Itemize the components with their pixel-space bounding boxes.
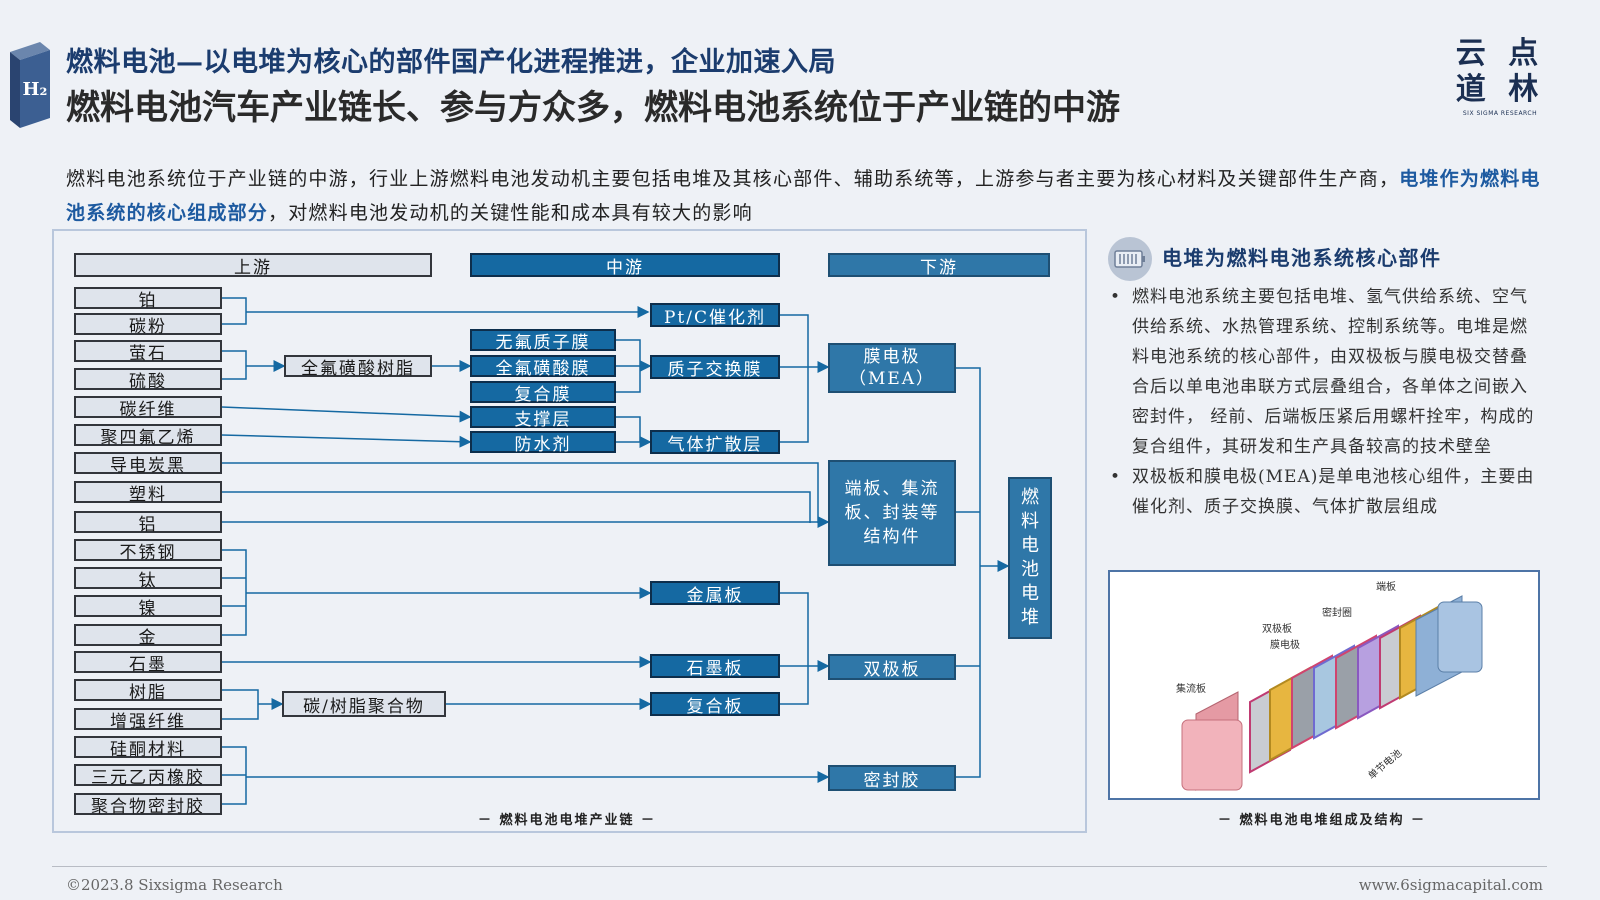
illustration-caption: － 燃料电池电堆组成及结构 － [1218, 813, 1427, 828]
footer-copyright: ©2023.8 Sixsigma Research [66, 876, 283, 894]
raw-material-carbon-fiber: 碳纤维 [74, 396, 222, 420]
brand-name-line-1: 云 点 [1455, 36, 1545, 71]
raw-material-conductive-carbon-black: 导电炭黑 [74, 452, 222, 476]
raw-material-reinforced-fiber: 增强纤维 [74, 708, 222, 732]
side-bullet-2: 双极板和膜电极(MEA)是单电池核心组件，主要由催化剂、质子交换膜、气体扩散层组… [1110, 462, 1542, 522]
side-bullet-1: 燃料电池系统主要包括电堆、氢气供给系统、空气供给系统、水热管理系统、控制系统等。… [1110, 282, 1542, 462]
stage-header-downstream: 下游 [828, 253, 1050, 278]
stack-char: 燃 [1021, 487, 1039, 508]
raw-material-silicone: 硅酮材料 [74, 736, 222, 760]
raw-material-epdm: 三元乙丙橡胶 [74, 764, 222, 788]
product-composite-plate: 复合板 [650, 692, 780, 717]
stack-char: 池 [1021, 559, 1039, 580]
intro-highlight: 电堆作为燃料电池系统的核心组成部分 [66, 168, 1541, 224]
raw-material-nickel: 镍 [74, 595, 222, 619]
product-metal-plate: 金属板 [650, 581, 780, 606]
intro-text-1: 燃料电池系统位于产业链的中游，行业上游燃料电池发动机主要包括电堆及其核心部件、辅… [66, 168, 1400, 190]
label-mea: 膜电极 [1270, 640, 1300, 651]
raw-material-titanium: 钛 [74, 567, 222, 591]
side-section-title: 电堆为燃料电池系统核心部件 [1162, 246, 1442, 270]
raw-material-ptfe: 聚四氟乙烯 [74, 424, 222, 448]
mid-support-layer: 支撑层 [470, 406, 616, 430]
slide-title: 燃料电池—以电堆为核心的部件国产化进程推进，企业加速入局 [66, 47, 836, 78]
stack-char: 电 [1021, 583, 1039, 604]
downstream-endplate-structures: 端板、集流板、封装等结构件 [828, 460, 956, 566]
downstream-bipolar-plate: 双极板 [828, 654, 956, 680]
label-bipolar: 双极板 [1262, 624, 1292, 635]
intermediate-pfsa-resin: 全氟磺酸树脂 [284, 355, 432, 379]
raw-material-stainless-steel: 不锈钢 [74, 539, 222, 563]
side-bullet-list: 燃料电池系统主要包括电堆、氢气供给系统、空气供给系统、水热管理系统、控制系统等。… [1110, 282, 1542, 522]
raw-material-sulfuric-acid: 硫酸 [74, 368, 222, 392]
label-seal: 密封圈 [1322, 608, 1352, 619]
raw-material-platinum: 铂 [74, 287, 222, 311]
mid-waterproof-agent: 防水剂 [470, 431, 616, 455]
intermediate-carbon-resin-polymer: 碳/树脂聚合物 [282, 691, 446, 717]
stack-char: 料 [1021, 511, 1039, 532]
downstream-mea: 膜电极 （MEA） [828, 343, 956, 393]
hydrogen-cube-icon: H₂ [10, 42, 50, 128]
stack-structure-illustration: 端板 密封圈 双极板 膜电极 集流板 单节电池 [1108, 570, 1540, 800]
brand-tagline: SIX SIGMA RESEARCH [1462, 110, 1538, 117]
mea-label: 膜电极 [863, 347, 921, 367]
raw-material-fluorite: 萤石 [74, 340, 222, 364]
brand-logo: 云 点 道 林 SIX SIGMA RESEARCH [1450, 36, 1550, 128]
product-gas-diffusion-layer: 气体扩散层 [650, 430, 780, 455]
raw-material-resin: 树脂 [74, 679, 222, 703]
raw-material-carbon-powder: 碳粉 [74, 313, 222, 337]
product-pem: 质子交换膜 [650, 355, 780, 380]
label-endplate: 端板 [1376, 582, 1396, 593]
stack-char: 电 [1021, 535, 1039, 556]
label-collector: 集流板 [1176, 684, 1206, 695]
footer-url[interactable]: www.6sigmacapital.com [1358, 876, 1543, 894]
battery-icon [1108, 237, 1152, 281]
product-graphite-plate: 石墨板 [650, 654, 780, 679]
diagram-caption: － 燃料电池电堆产业链 － [478, 813, 657, 828]
mea-abbr: （MEA） [848, 369, 936, 389]
mid-composite-membrane: 复合膜 [470, 381, 616, 405]
logo-text: H₂ [23, 79, 48, 100]
raw-material-polymer-sealant: 聚合物密封胶 [74, 793, 222, 817]
brand-name-line-2: 道 林 [1455, 72, 1545, 107]
stack-exploded-view-icon [1181, 595, 1483, 791]
product-pt-c-catalyst: Pt/C催化剂 [650, 303, 780, 328]
intro-paragraph: 燃料电池系统位于产业链的中游，行业上游燃料电池发动机主要包括电堆及其核心部件、辅… [66, 162, 1546, 230]
raw-material-aluminum: 铝 [74, 511, 222, 535]
stage-header-upstream: 上游 [74, 253, 432, 278]
stage-header-midstream: 中游 [470, 253, 780, 278]
raw-material-graphite: 石墨 [74, 651, 222, 675]
downstream-sealant: 密封胶 [828, 765, 956, 791]
mid-pfsa-membrane: 全氟磺酸膜 [470, 355, 616, 379]
intro-text-2: ，对燃料电池发动机的关键性能和成本具有较大的影响 [268, 202, 753, 224]
stack-char: 堆 [1021, 607, 1039, 628]
downstream-fuel-cell-stack: 燃 料 电 池 电 堆 [1008, 477, 1052, 639]
footer-divider [52, 866, 1547, 867]
slide-subtitle: 燃料电池汽车产业链长、参与方众多，燃料电池系统位于产业链的中游 [66, 88, 1120, 128]
raw-material-plastic: 塑料 [74, 481, 222, 505]
raw-material-gold: 金 [74, 624, 222, 648]
mid-fluorine-free-membrane: 无氟质子膜 [470, 329, 616, 353]
